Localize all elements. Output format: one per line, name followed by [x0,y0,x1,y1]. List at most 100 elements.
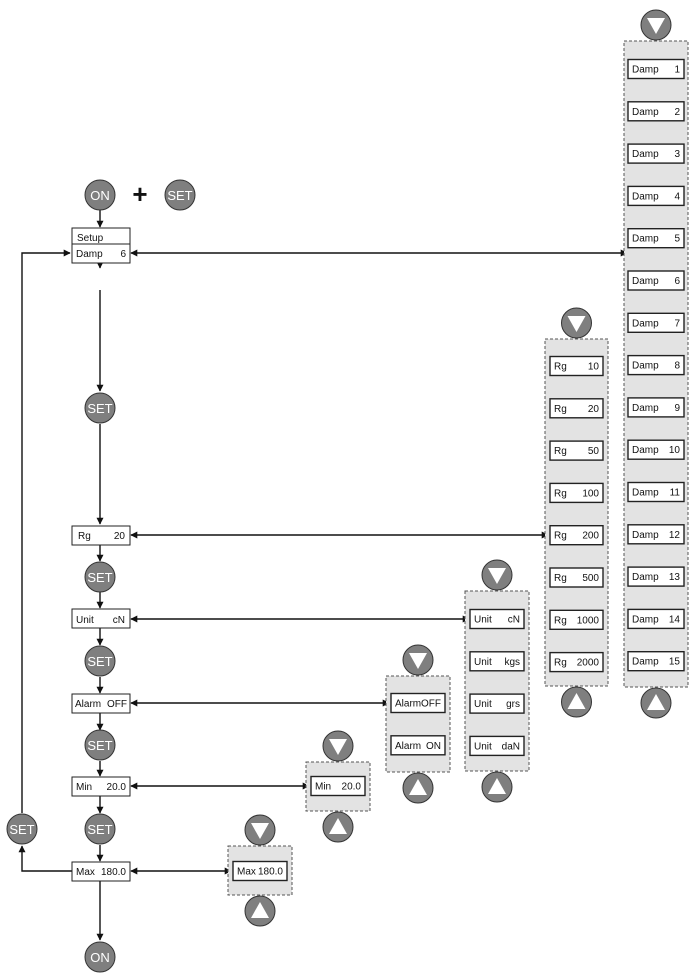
damp-option-value: 15 [669,657,681,668]
unit-option-value: cN [508,615,520,626]
plus-sign: + [132,179,147,209]
menu-rg-value: 20 [114,531,126,542]
rg-option-label: Rg [554,404,567,415]
damp-option-1[interactable]: Damp 1 [627,58,685,80]
rg-option-value: 200 [582,531,599,542]
set-button-4[interactable]: SET [84,729,116,761]
min-option-value: 20.0 [342,782,362,793]
damp-option-label: Damp [632,276,659,287]
damp-option-value: 4 [674,191,680,202]
max-down-button[interactable] [244,814,276,846]
min-up-button[interactable] [322,811,354,843]
unit-option-value: grs [506,699,520,710]
menu-max-value: 180.0 [101,867,126,878]
rg-option-value: 10 [588,362,600,373]
unit-down-button[interactable] [481,559,513,591]
unit-up-button[interactable] [481,771,513,803]
menu-unit: Unit cN [71,608,131,629]
damp-down-button[interactable] [640,9,672,41]
flow-connectors [18,210,628,941]
alarm-up-button[interactable] [402,772,434,804]
damp-option-label: Damp [632,572,659,583]
triangle-down-icon [647,18,665,34]
menu-unit-label: Unit [76,615,94,626]
rg-up-button[interactable] [561,686,592,718]
triangle-down-icon [251,823,269,839]
set-button-5[interactable]: SET [84,813,116,845]
damp-option-5[interactable]: Damp 5 [627,227,685,249]
damp-option-value: 2 [674,107,680,118]
alarm-option-value: OFF [421,699,441,710]
menu-alarm: Alarm OFF [71,693,131,714]
damp-option-label: Damp [632,361,659,372]
min-down-button[interactable] [322,730,354,762]
menu-rg-label: Rg [78,531,91,542]
damp-option-value: 1 [674,65,680,76]
max-up-button[interactable] [244,895,276,927]
alarm-down-button[interactable] [402,644,434,676]
menu-min-value: 20.0 [107,782,127,793]
damp-up-button[interactable] [640,687,672,719]
rg-option-label: Rg [554,615,567,626]
damp-option-value: 5 [674,234,680,245]
damp-option-label: Damp [632,65,659,76]
rg-option-1[interactable]: Rg 10 [549,355,604,377]
menu-damp-label: Damp [76,249,103,260]
set-button-loop[interactable]: SET [6,813,38,845]
triangle-down-icon [567,316,586,332]
alarm-option-value: ON [426,741,441,752]
rg-option-value: 100 [582,488,599,499]
triangle-up-icon [329,818,347,834]
damp-option-label: Damp [632,488,659,499]
rg-down-button[interactable] [561,307,592,339]
damp-option-label: Damp [632,234,659,245]
max-option-value: 180.0 [258,867,283,878]
damp-option-value: 14 [669,614,681,625]
menu-max-label: Max [76,867,95,878]
damp-option-11[interactable]: Damp 11 [627,481,685,503]
rg-option-value: 2000 [577,658,600,669]
triangle-up-icon [647,694,665,710]
set-button-2[interactable]: SET [84,561,116,593]
on-button-start[interactable]: ON [84,179,116,211]
menu-min: Min 20.0 [71,776,131,797]
damp-option-value: 9 [674,403,680,414]
on-button-end[interactable]: ON [84,941,116,973]
rg-option-label: Rg [554,573,567,584]
rg-option-label: Rg [554,446,567,457]
set-button-label: SET [167,188,192,203]
set-button-1[interactable]: SET [84,392,116,424]
set-button-3[interactable]: SET [84,645,116,677]
damp-option-value: 11 [670,488,681,499]
rg-option-label: Rg [554,362,567,373]
set-button-combo[interactable]: SET [164,179,196,211]
